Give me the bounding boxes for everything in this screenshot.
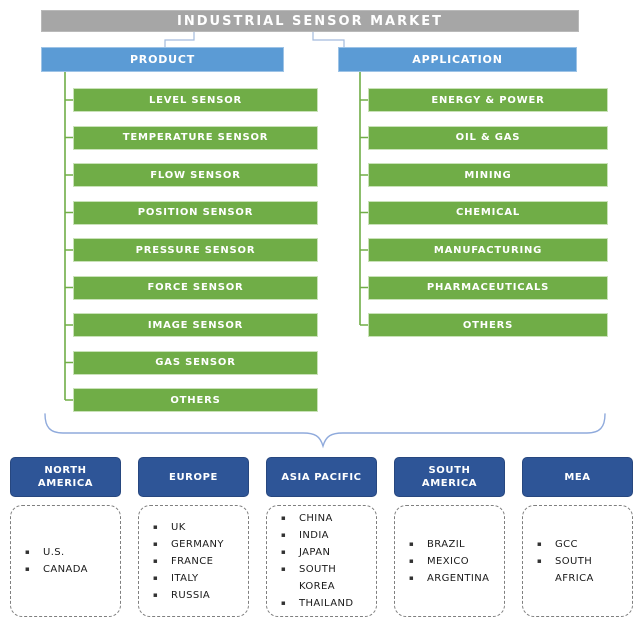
bullet-icon: ▪ <box>281 548 286 556</box>
region-header-south-america: SOUTH AMERICA <box>394 457 505 497</box>
country-label: CHINA <box>299 513 333 524</box>
segment-gas-sensor: GAS SENSOR <box>73 350 318 375</box>
country-label: BRAZIL <box>427 538 466 550</box>
country-list-europe: ▪ UK ▪ GERMANY ▪ FRANCE ▪ ITALY ▪ RUSSIA <box>139 519 248 604</box>
segment-level-sensor: LEVEL SENSOR <box>73 88 318 112</box>
country-list-asia-pacific: ▪ CHINA ▪ INDIA ▪ JAPAN ▪ SOUTH KOREA ▪ THAILAND <box>267 510 376 612</box>
segment-flow-sensor: FLOW SENSOR <box>73 163 318 187</box>
list-item: ▪ SOUTH KOREA <box>279 561 372 595</box>
bullet-icon: ▪ <box>281 514 286 522</box>
list-item: ▪ ITALY <box>151 570 244 587</box>
region-header-north-america: NORTH AMERICA <box>10 457 121 497</box>
region-countries-box: ▪ U.S. ▪ CANADA <box>10 505 121 617</box>
diagram-title: INDUSTRIAL SENSOR MARKET <box>41 10 579 32</box>
list-item: ▪ JAPAN <box>279 544 372 561</box>
segment-oil-gas: OIL & GAS <box>368 125 608 150</box>
list-item: ▪ THAILAND <box>279 595 372 612</box>
country-list-north-america: ▪ U.S. ▪ CANADA <box>11 544 120 578</box>
region-column-north-america: NORTH AMERICA ▪ U.S. ▪ CANADA <box>10 457 121 617</box>
region-countries-box: ▪ GCC ▪ SOUTH AFRICA <box>522 505 633 617</box>
list-item: ▪ GCC <box>535 536 628 553</box>
segment-image-sensor: IMAGE SENSOR <box>73 313 318 337</box>
region-column-europe: EUROPE ▪ UK ▪ GERMANY ▪ FRANCE ▪ ITALY ▪ RUSSIA <box>138 457 249 617</box>
list-item: ▪ MEXICO <box>407 553 500 570</box>
list-item: ▪ INDIA <box>279 527 372 544</box>
country-label: ITALY <box>171 572 199 584</box>
list-item: ▪ FRANCE <box>151 553 244 570</box>
segment-position-sensor: POSITION SENSOR <box>73 200 318 225</box>
region-header-mea: MEA <box>522 457 633 497</box>
country-label: SOUTH KOREA <box>299 564 337 592</box>
application-segment-list: ENERGY & POWER OIL & GAS MINING CHEMICAL… <box>368 88 608 351</box>
segment-force-sensor: FORCE SENSOR <box>73 275 318 300</box>
country-label: U.S. <box>43 547 65 558</box>
branch-header-product: PRODUCT <box>41 47 284 72</box>
region-column-asia-pacific: ASIA PACIFIC ▪ CHINA ▪ INDIA ▪ JAPAN ▪ SOUTH KO… <box>266 457 377 617</box>
country-list-south-america: ▪ BRAZIL ▪ MEXICO ▪ ARGENTINA <box>395 536 504 587</box>
country-label: GCC <box>555 538 578 550</box>
bullet-icon: ▪ <box>281 531 286 539</box>
segment-application-others: OTHERS <box>368 313 608 337</box>
list-item: ▪ RUSSIA <box>151 587 244 604</box>
segment-energy-power: ENERGY & POWER <box>368 88 608 112</box>
country-label: SOUTH AFRICA <box>555 555 594 584</box>
list-item: ▪ BRAZIL <box>407 536 500 553</box>
segment-product-others: OTHERS <box>73 388 318 412</box>
list-item: ▪ U.S. <box>23 544 116 561</box>
region-column-mea: MEA ▪ GCC ▪ SOUTH AFRICA <box>522 457 633 617</box>
list-item: ▪ CANADA <box>23 561 116 578</box>
segment-manufacturing: MANUFACTURING <box>368 238 608 262</box>
list-item: ▪ UK <box>151 519 244 536</box>
bullet-icon: ▪ <box>281 599 286 607</box>
region-countries-box: ▪ UK ▪ GERMANY ▪ FRANCE ▪ ITALY ▪ RUSSIA <box>138 505 249 617</box>
country-label: FRANCE <box>171 555 214 567</box>
country-label: THAILAND <box>299 598 354 609</box>
bullet-icon: ▪ <box>153 556 158 565</box>
country-label: GERMANY <box>171 538 224 550</box>
bullet-icon: ▪ <box>25 565 30 573</box>
country-list-mea: ▪ GCC ▪ SOUTH AFRICA <box>523 536 632 587</box>
country-label: UK <box>171 521 186 533</box>
bullet-icon: ▪ <box>409 539 414 548</box>
title-to-product-connector <box>164 32 195 47</box>
country-label: JAPAN <box>299 547 331 558</box>
list-item: ▪ ARGENTINA <box>407 570 500 587</box>
segment-pressure-sensor: PRESSURE SENSOR <box>73 238 318 262</box>
bullet-icon: ▪ <box>281 565 286 573</box>
branch-header-application: APPLICATION <box>338 47 577 72</box>
country-label: INDIA <box>299 530 329 541</box>
regions-row: NORTH AMERICA ▪ U.S. ▪ CANADA EUROPE ▪ UK ▪ GE… <box>0 457 643 617</box>
region-header-asia-pacific: ASIA PACIFIC <box>266 457 377 497</box>
bullet-icon: ▪ <box>153 590 158 599</box>
segment-mining: MINING <box>368 163 608 187</box>
country-label: RUSSIA <box>171 589 211 601</box>
country-label: MEXICO <box>427 555 469 567</box>
bullet-icon: ▪ <box>537 539 542 548</box>
segment-temperature-sensor: TEMPERATURE SENSOR <box>73 125 318 150</box>
bullet-icon: ▪ <box>409 573 414 582</box>
product-segment-list: LEVEL SENSOR TEMPERATURE SENSOR FLOW SEN… <box>73 88 318 426</box>
bullet-icon: ▪ <box>25 548 30 556</box>
list-item: ▪ SOUTH AFRICA <box>535 553 628 587</box>
bullet-icon: ▪ <box>153 539 158 548</box>
list-item: ▪ GERMANY <box>151 536 244 553</box>
title-to-application-connector <box>312 32 345 47</box>
region-countries-box: ▪ BRAZIL ▪ MEXICO ▪ ARGENTINA <box>394 505 505 617</box>
country-label: CANADA <box>43 564 88 575</box>
list-item: ▪ CHINA <box>279 510 372 527</box>
bullet-icon: ▪ <box>537 556 542 565</box>
bullet-icon: ▪ <box>409 556 414 565</box>
bullet-icon: ▪ <box>153 522 158 531</box>
segment-chemical: CHEMICAL <box>368 200 608 225</box>
segment-pharmaceuticals: PHARMACEUTICALS <box>368 275 608 300</box>
bullet-icon: ▪ <box>153 573 158 582</box>
region-header-europe: EUROPE <box>138 457 249 497</box>
country-label: ARGENTINA <box>427 572 490 584</box>
region-column-south-america: SOUTH AMERICA ▪ BRAZIL ▪ MEXICO ▪ ARGENTINA <box>394 457 505 617</box>
region-countries-box: ▪ CHINA ▪ INDIA ▪ JAPAN ▪ SOUTH KOREA ▪ THAILAND <box>266 505 377 617</box>
